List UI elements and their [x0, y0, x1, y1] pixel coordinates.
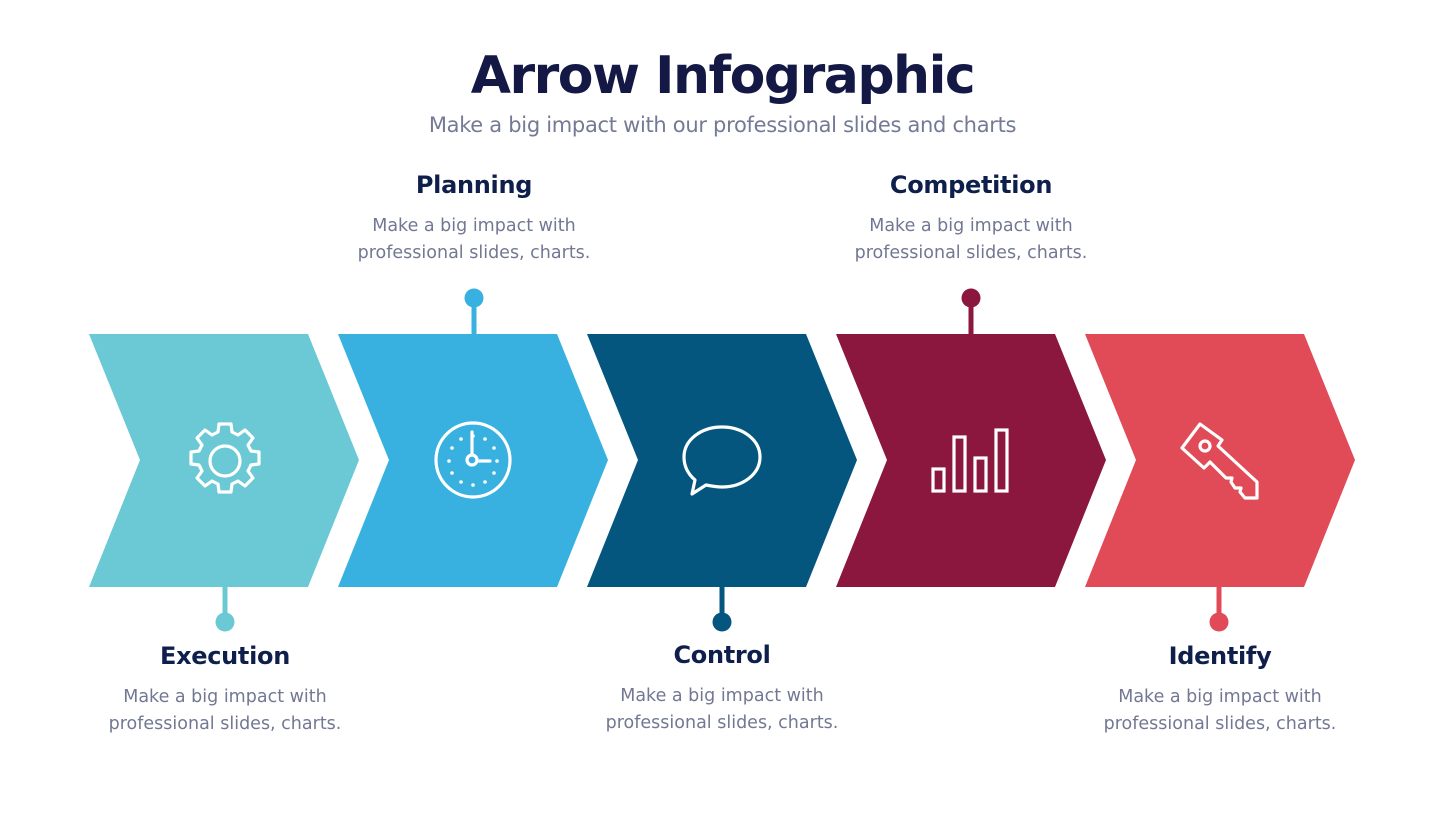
arrow-step-identify: [1085, 334, 1355, 632]
connector-dot: [1209, 612, 1229, 632]
step-label-execution: Execution Make a big impact with profess…: [75, 642, 375, 738]
step-title: Identify: [1168, 642, 1272, 670]
step-title: Control: [673, 641, 771, 669]
arrow-step-execution: [89, 334, 359, 632]
arrow-step-competition: [836, 288, 1106, 587]
step-label-planning: Planning Make a big impact with professi…: [324, 171, 624, 267]
page-subtitle: Make a big impact with our professional …: [428, 113, 1017, 137]
gear-icon: [189, 422, 261, 494]
step-description: Make a big impact with professional slid…: [854, 216, 1088, 263]
step-description: Make a big impact with professional slid…: [357, 216, 591, 263]
step-description: Make a big impact with professional slid…: [108, 687, 342, 734]
arrow-step-control: [587, 334, 857, 632]
step-description: Make a big impact with professional slid…: [1103, 687, 1337, 734]
step-description: Make a big impact with professional slid…: [605, 686, 839, 733]
page-title: Arrow Infographic: [470, 46, 976, 106]
connector-dot: [712, 612, 732, 632]
step-label-competition: Competition Make a big impact with profe…: [821, 171, 1121, 267]
step-title: Execution: [159, 642, 291, 670]
step-label-control: Control Make a big impact with professio…: [572, 641, 872, 737]
step-label-identify: Identify Make a big impact with professi…: [1070, 642, 1370, 738]
connector-dot: [215, 612, 235, 632]
connector-dot: [961, 288, 981, 308]
speech-bubble-icon: [682, 425, 762, 496]
connector-dot: [464, 288, 484, 308]
clock-icon: [434, 421, 512, 499]
bar-chart-icon: [931, 428, 1009, 493]
key-icon: [1180, 422, 1259, 500]
step-title: Competition: [889, 171, 1053, 199]
arrow-step-planning: [338, 288, 608, 587]
step-title: Planning: [415, 171, 533, 199]
